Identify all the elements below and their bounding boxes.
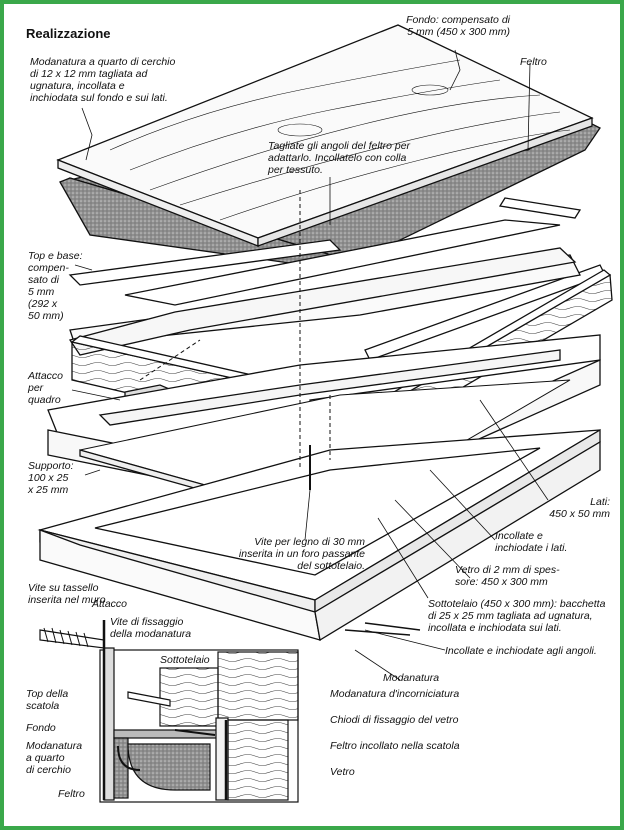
label-attacco-quadro: Attacco per quadro	[28, 370, 64, 406]
label-fondo-short: Fondo	[26, 722, 56, 734]
label-sottotelaio: Sottotelaio	[160, 654, 210, 666]
label-modanatura-quarto: Modanatura a quarto di cerchio di 12 x 1…	[30, 56, 176, 104]
label-vetro-spessore: Vetro di 2 mm di spes- sore: 450 x 300 m…	[455, 564, 560, 588]
label-feltro: Feltro	[520, 56, 547, 68]
label-vite-fissaggio: Vite di fissaggio della modanatura	[110, 616, 192, 640]
label-supporto: Supporto: 100 x 25 x 25 mm	[28, 460, 74, 496]
label-top-base: Top e base: compen- sato di 5 mm (292 x …	[28, 250, 83, 322]
label-modanatura: Modanatura	[383, 672, 440, 684]
label-modanatura-incorniciatura: Modanatura d'incorniciatura	[330, 688, 460, 700]
label-fondo: Fondo: compensato di 5 mm (450 x 300 mm)	[406, 14, 510, 38]
label-feltro-short: Feltro	[58, 788, 85, 800]
quarter-round-strip	[498, 197, 582, 219]
label-attacco: Attacco	[92, 598, 128, 610]
label-modanatura-quarto-short: Modanatura a quarto di cerchio	[26, 740, 83, 776]
label-lati: Lati: 450 x 50 mm	[549, 496, 610, 520]
label-vite-tassello: Vite su tassello inserita nel muro	[28, 582, 106, 606]
label-vite-legno: Vite per legno di 30 mm inserita in un f…	[238, 536, 365, 572]
label-tagliate: Tagliate gli angoli del feltro per adatt…	[268, 140, 411, 176]
page-title: Realizzazione	[26, 26, 111, 41]
cross-section	[39, 620, 299, 803]
label-incollate-lati: Incollate e inchiodate i lati.	[495, 530, 568, 554]
label-top-scatola: Top della scatola	[26, 688, 69, 712]
quarter-round-strip	[68, 239, 342, 286]
label-incollate-angoli: Incollate e inchiodate agli angoli.	[445, 645, 597, 657]
label-feltro-incollato: Feltro incollato nella scatola	[330, 740, 460, 752]
label-chiodi: Chiodi di fissaggio del vetro	[330, 714, 459, 726]
label-vetro: Vetro	[330, 766, 355, 778]
label-sottotelaio-desc: Sottotelaio (450 x 300 mm): bacchetta di…	[428, 598, 606, 634]
